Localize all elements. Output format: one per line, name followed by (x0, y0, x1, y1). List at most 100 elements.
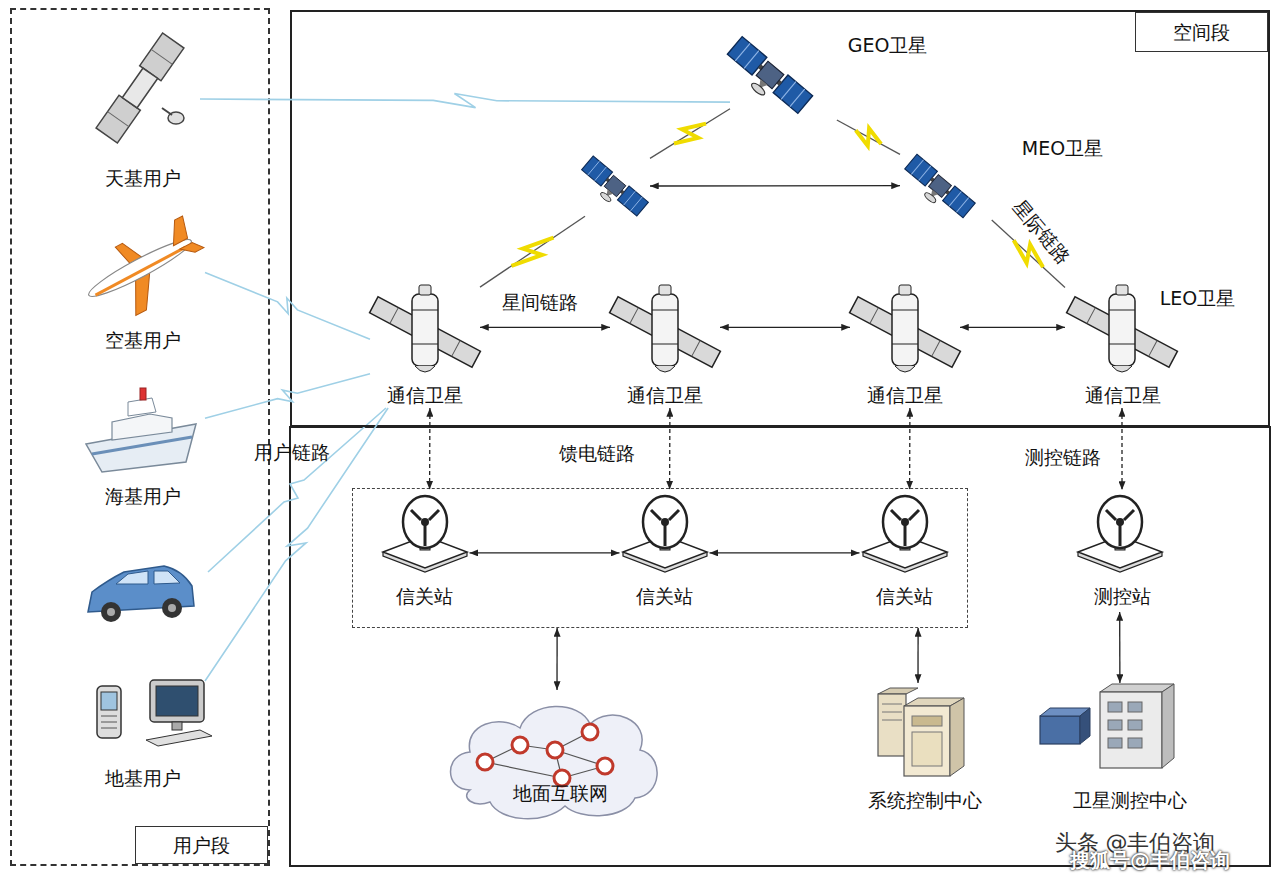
satellite-node: MEO卫星 (900, 132, 1115, 220)
node-label: 通信卫星 (1065, 382, 1180, 408)
server-icon (878, 688, 918, 694)
router-icon (582, 724, 598, 740)
control-center-icon (1040, 684, 1174, 768)
link-arrow (650, 185, 900, 187)
server-icon (912, 732, 942, 766)
airplane-icon (95, 247, 185, 295)
node-label: 通信卫星 (850, 382, 960, 408)
user-terminal: 天基用户 (85, 35, 200, 195)
control-center: 卫星测控中心 (1040, 683, 1220, 813)
space-user-icon (96, 33, 184, 143)
radio-link (480, 216, 585, 287)
link-label: 馈电链路 (547, 440, 647, 466)
control-center-icon (1108, 720, 1122, 730)
control-center-icon (1128, 738, 1142, 748)
node-label: 天基用户 (85, 165, 200, 191)
ship-icon (128, 398, 156, 416)
ground-segment-frame (290, 427, 1270, 866)
link-label: 用户链路 (242, 439, 342, 465)
satellite-node: LEO卫星通信卫星 (1065, 280, 1250, 408)
feeder-link (909, 408, 911, 490)
node-label: 地面互联网 (490, 780, 630, 806)
link-arrow (480, 327, 610, 328)
feeder-link (669, 408, 671, 490)
user-terminal: 海基用户 (80, 385, 205, 510)
ship-icon (140, 388, 146, 400)
segment-region: 用户段 天基用户空基用户海基用户地基用户 (10, 8, 270, 866)
link-label: 星间链路 (490, 289, 590, 315)
node-label: 通信卫星 (610, 382, 720, 408)
space-user-icon (108, 112, 129, 127)
leo-satellite-icon (370, 285, 481, 372)
link-arrow (917, 628, 918, 683)
router-icon (512, 737, 528, 753)
user-terminal: 地基用户 (80, 672, 205, 794)
car-icon (168, 604, 176, 612)
control-center-icon (1100, 692, 1162, 768)
node-label: GEO卫星 (835, 32, 940, 58)
router-icon (547, 742, 563, 758)
user-link (205, 272, 370, 339)
control-center-icon (1128, 720, 1142, 730)
user-terminal: 空基用户 (80, 220, 205, 355)
node-label: 卫星测控中心 (1050, 787, 1210, 813)
car-icon (154, 571, 180, 584)
user-link (205, 374, 370, 419)
lightning-bolt (856, 128, 881, 145)
node-label: 通信卫星 (370, 382, 480, 408)
link-arrow (1119, 612, 1121, 683)
car-icon (107, 608, 115, 616)
watermark: 搜狐号@丰伯咨询 (1030, 846, 1270, 874)
phone-icon (101, 722, 117, 723)
link-arrow (960, 327, 1065, 328)
leo-satellite-icon (610, 285, 721, 372)
link-arrow (720, 327, 850, 328)
space-user-dish (162, 108, 172, 115)
server-icon (950, 698, 964, 776)
car-icon (116, 571, 148, 584)
control-center-icon (1128, 702, 1142, 712)
meo-satellite-icon (576, 156, 648, 222)
watermark: 头条 @丰伯咨询 (1015, 829, 1255, 857)
car-icon (162, 598, 182, 618)
link-arrow (710, 552, 860, 553)
server-icon (882, 720, 902, 721)
lightning-bolt (674, 124, 706, 144)
lightning-bolt (1014, 240, 1043, 267)
radio-link (650, 109, 730, 159)
gateway-dish-icon (383, 496, 467, 572)
segment-title: 用户段 (135, 826, 268, 864)
meo-satellite-icon (899, 154, 975, 224)
radio-link (837, 120, 900, 154)
router-icon (597, 758, 613, 774)
satellite-node: 通信卫星 (370, 280, 480, 408)
computer-icon (156, 686, 198, 716)
ship-icon (86, 388, 196, 472)
segment-region: 空间段GEO卫星MEO卫星通信卫星通信卫星通信卫星LEO卫星通信卫星 (290, 10, 1270, 427)
gateway-dish-icon (863, 496, 947, 572)
space-user-icon (151, 49, 172, 64)
computer-icon (146, 680, 212, 746)
control-center-icon (1162, 684, 1174, 768)
node-label: 地基用户 (80, 765, 205, 791)
router-icon (477, 754, 493, 770)
user-link (200, 94, 730, 108)
car-icon (101, 602, 121, 622)
router-link (485, 762, 562, 778)
phone-icon (101, 692, 117, 710)
car-icon (88, 566, 194, 622)
geo-satellite-icon (721, 37, 813, 122)
satellite-node (585, 150, 650, 222)
phone-icon (101, 728, 117, 729)
server-icon (882, 704, 902, 705)
server-icon (878, 688, 964, 776)
ground-station: 信关站 (860, 490, 950, 612)
server-icon (882, 712, 902, 713)
airplane-icon (163, 216, 193, 246)
user-link-line (208, 408, 386, 572)
node-label: LEO卫星 (1145, 285, 1250, 311)
node-label: 信关站 (610, 584, 720, 610)
node-label: 空基用户 (80, 327, 205, 353)
computer-icon (172, 722, 182, 730)
